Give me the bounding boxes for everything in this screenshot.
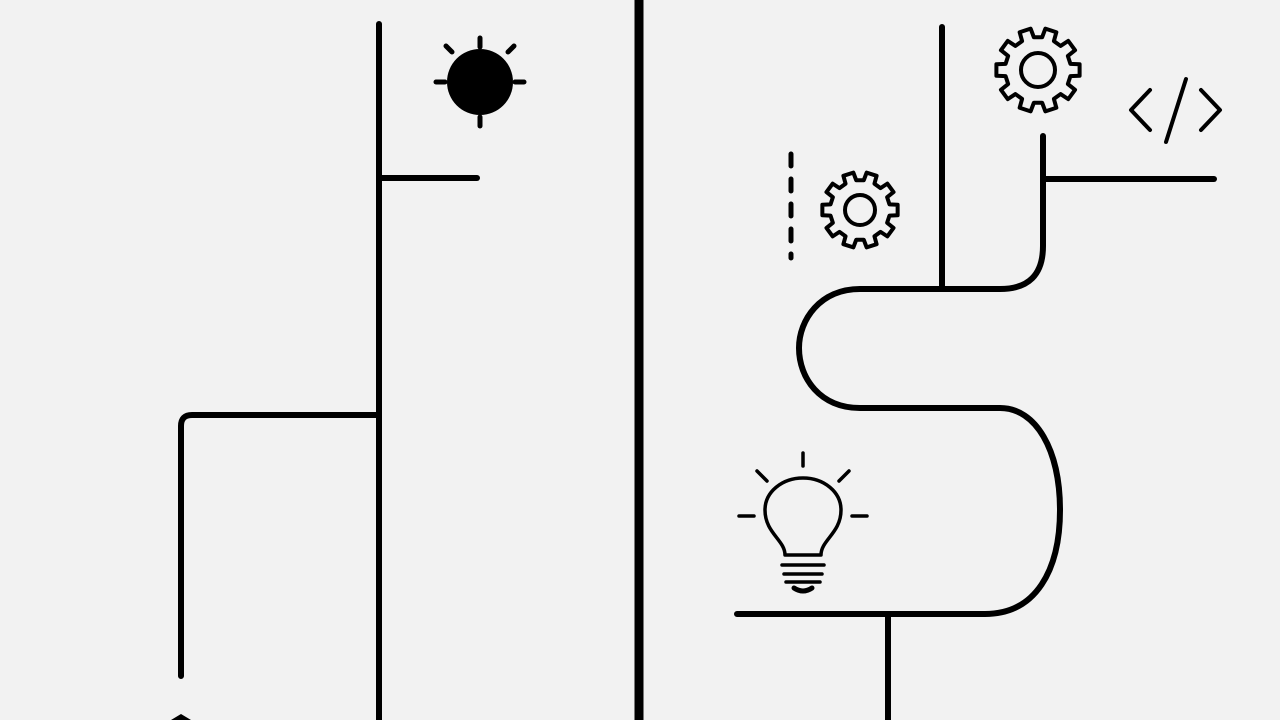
winding-path [734, 133, 1063, 617]
left-panel [171, 21, 527, 720]
sun-icon [433, 35, 527, 129]
left-branch-lower [178, 412, 379, 679]
right-panel [734, 24, 1222, 720]
lightbulb-icon [737, 451, 869, 594]
gear-icon [994, 26, 1082, 114]
gear-icon [820, 170, 900, 250]
code-icon [1129, 77, 1222, 144]
bottom-marker-icon [171, 714, 191, 720]
